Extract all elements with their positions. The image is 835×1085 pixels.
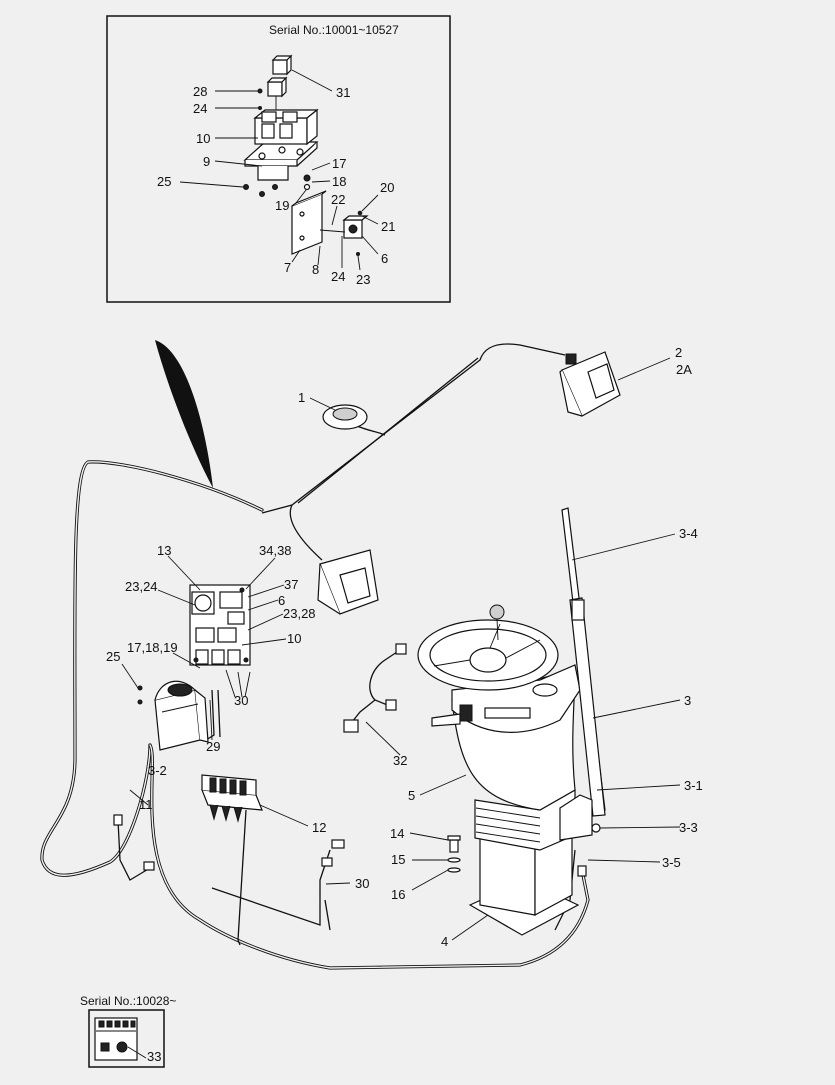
callout-main-3-1: 3-1 xyxy=(684,778,703,793)
top-inset-frame xyxy=(106,15,451,303)
callout-main-30a: 30 xyxy=(234,693,248,708)
callout-33: 33 xyxy=(147,1049,161,1064)
relay-part-31 xyxy=(266,54,293,118)
callout-8: 8 xyxy=(312,262,319,277)
callout-main-16: 16 xyxy=(391,887,405,902)
connectors xyxy=(113,814,587,877)
callout-22: 22 xyxy=(331,192,345,207)
callout-main-30b: 30 xyxy=(355,876,369,891)
callout-25: 25 xyxy=(157,174,171,189)
pointer-wedge xyxy=(155,340,213,488)
callout-main-1: 1 xyxy=(298,390,305,405)
callout-main-15: 15 xyxy=(391,852,405,867)
bottom-inset-frame xyxy=(88,1009,165,1068)
work-light-left xyxy=(317,549,379,615)
top-inset-serial: Serial No.:10001~10527 xyxy=(269,23,399,37)
callout-main-3-2: 3-2 xyxy=(148,763,167,778)
callout-31: 31 xyxy=(336,85,350,100)
lower-bracket-assembly xyxy=(291,174,369,256)
callout-main-4: 4 xyxy=(441,934,448,949)
top-inset-callouts: 28 24 10 9 25 31 17 18 19 20 22 21 6 7 8… xyxy=(157,84,395,287)
callout-6: 6 xyxy=(381,251,388,266)
callout-main-25: 25 xyxy=(106,649,120,664)
switch-block-part-12 xyxy=(201,774,263,823)
callout-main-3-5: 3-5 xyxy=(662,855,681,870)
callout-main-11: 11 xyxy=(139,797,153,812)
top-inset-leaders xyxy=(179,69,379,271)
callout-main-34-38: 34,38 xyxy=(259,543,292,558)
steering-column-assembly xyxy=(417,507,606,936)
callout-17: 17 xyxy=(332,156,346,171)
work-light-part-2 xyxy=(559,351,621,417)
washer-tank-part-3-2 xyxy=(154,680,209,751)
callout-main-23-24: 23,24 xyxy=(125,579,158,594)
relay-bracket-assembly xyxy=(243,108,319,197)
main-callouts: 1 2 2A 13 34,38 23,24 37 6 23,28 10 17,1… xyxy=(106,345,703,949)
callout-28: 28 xyxy=(193,84,207,99)
dome-light-part-1 xyxy=(322,404,368,430)
callout-21: 21 xyxy=(381,219,395,234)
callout-main-17-18-19: 17,18,19 xyxy=(127,640,178,655)
callout-main-10: 10 xyxy=(287,631,301,646)
callout-19: 19 xyxy=(275,198,289,213)
callout-main-5: 5 xyxy=(408,788,415,803)
callout-main-29: 29 xyxy=(206,739,220,754)
callout-main-2a: 2A xyxy=(676,362,692,377)
callout-18: 18 xyxy=(332,174,346,189)
callout-24b: 24 xyxy=(331,269,345,284)
callout-main-6: 6 xyxy=(278,593,285,608)
callout-main-13: 13 xyxy=(157,543,171,558)
callout-main-12: 12 xyxy=(312,820,326,835)
callout-9: 9 xyxy=(203,154,210,169)
callout-23: 23 xyxy=(356,272,370,287)
callout-24: 24 xyxy=(193,101,207,116)
fuse-relay-panel xyxy=(137,584,251,705)
harness-part-32 xyxy=(343,643,407,733)
switch-panel-part-33 xyxy=(94,1017,138,1061)
callout-main-32: 32 xyxy=(393,753,407,768)
callout-main-3-3: 3-3 xyxy=(679,820,698,835)
top-inset: Serial No.:10001~10527 xyxy=(106,15,451,303)
callout-20: 20 xyxy=(380,180,394,195)
callout-main-23-28: 23,28 xyxy=(283,606,316,621)
callout-main-37: 37 xyxy=(284,577,298,592)
bottom-inset: Serial No.:10028~ 33 xyxy=(80,994,176,1068)
callout-main-3: 3 xyxy=(684,693,691,708)
main-leaders xyxy=(121,357,681,941)
callout-main-2: 2 xyxy=(675,345,682,360)
bottom-inset-serial: Serial No.:10028~ xyxy=(80,994,176,1008)
callout-main-14: 14 xyxy=(390,826,404,841)
callout-10: 10 xyxy=(196,131,210,146)
callout-main-3-4: 3-4 xyxy=(679,526,698,541)
wire-harness xyxy=(40,340,590,970)
callout-7: 7 xyxy=(284,260,291,275)
